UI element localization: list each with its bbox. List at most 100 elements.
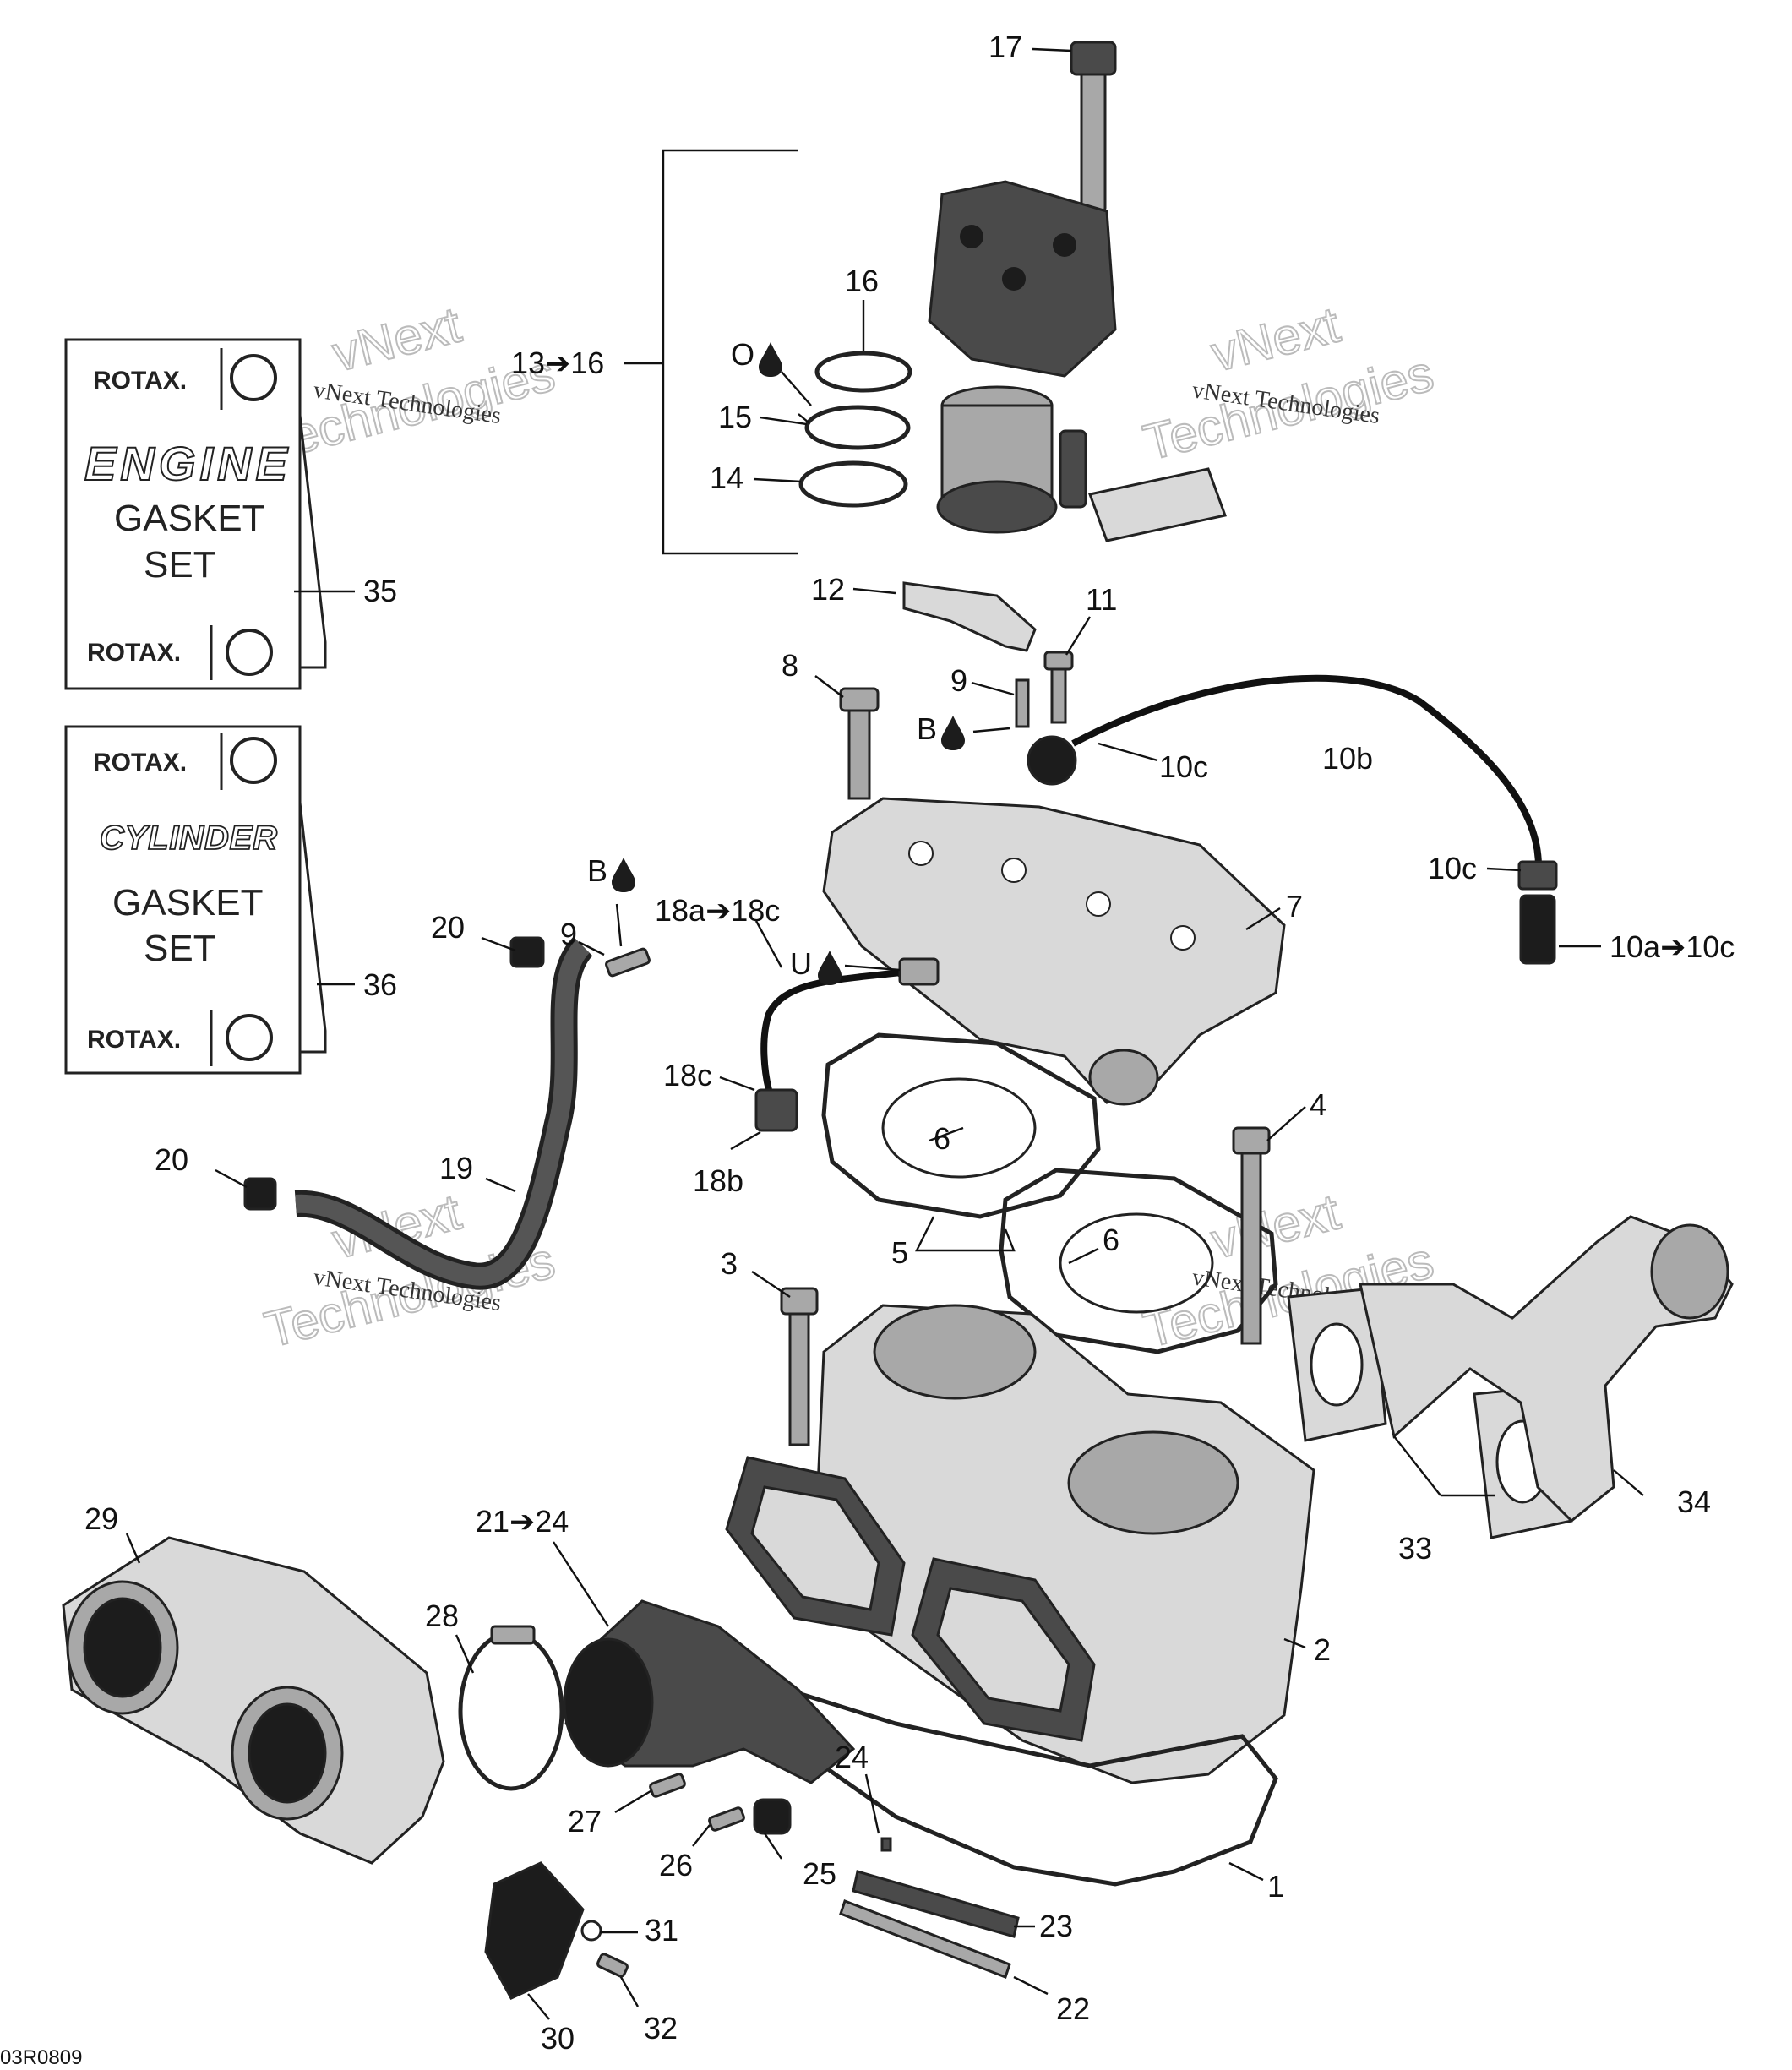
callout-30: 30 [541, 2021, 575, 2056]
callout-10c-right: 10c [1428, 851, 1477, 885]
part-22-stopper [839, 1899, 1011, 1979]
callout-19: 19 [439, 1151, 473, 1185]
part-19-hose [294, 936, 594, 1290]
svg-text:B: B [587, 853, 607, 888]
callout-20-top: 20 [431, 910, 465, 945]
callout-9-left: 9 [560, 917, 577, 951]
lubricant-o-marker: O [731, 337, 782, 377]
callout-2: 2 [1314, 1632, 1331, 1667]
part-11-bolt [1043, 651, 1074, 724]
part-33-gasket-left [1287, 1287, 1387, 1442]
callout-18b: 18b [693, 1163, 743, 1198]
part-27-screw [649, 1773, 686, 1798]
svg-text:CYLINDER: CYLINDER [100, 820, 277, 857]
oil-drop-icon [612, 858, 635, 892]
callout-5: 5 [891, 1235, 908, 1270]
part-30-sensor [484, 1861, 585, 2000]
callout-17: 17 [989, 30, 1022, 64]
part-3-bolt [780, 1287, 819, 1446]
svg-text:SET: SET [144, 544, 216, 586]
callout-33: 33 [1398, 1531, 1432, 1566]
callout-24: 24 [835, 1740, 869, 1774]
svg-text:B: B [917, 711, 937, 746]
callout-15: 15 [718, 400, 752, 434]
svg-text:ROTAX.: ROTAX. [93, 367, 187, 395]
part-12-gasket [902, 581, 1037, 652]
callout-3: 3 [721, 1246, 738, 1281]
callout-31: 31 [645, 1913, 678, 1947]
figure-code: 03R0809 [0, 2046, 82, 2069]
part-valve-actuator [936, 385, 1227, 542]
callout-6-left: 6 [934, 1121, 950, 1156]
svg-text:O: O [731, 337, 754, 372]
part-4-bolt [1232, 1126, 1271, 1345]
svg-text:ENGINE: ENGINE [84, 437, 289, 490]
part-reed-valve-right [911, 1557, 1096, 1742]
part-9-stud-top [1015, 678, 1030, 728]
svg-text:ROTAX.: ROTAX. [87, 639, 181, 667]
callout-16: 16 [845, 264, 879, 298]
group-bracket-13-16 [662, 149, 798, 555]
part-18-temperature-sensor [754, 957, 940, 1132]
callout-10c-top: 10c [1159, 749, 1208, 784]
part-17-bolt [1070, 41, 1117, 213]
callout-23: 23 [1039, 1909, 1073, 1943]
svg-text:ROTAX.: ROTAX. [93, 749, 187, 776]
rotax-logo-icon [226, 629, 273, 676]
engine-gasket-set-card: ROTAX. ENGINE GASKET SET ROTAX. [64, 338, 327, 690]
callout-9-top: 9 [950, 663, 967, 698]
callout-18a-18c: 18a➔18c [655, 893, 780, 928]
svg-text:U: U [790, 946, 812, 981]
callout-10b: 10b [1322, 741, 1373, 776]
part-24-pin [880, 1837, 892, 1852]
lubricant-u-marker: U [790, 946, 842, 985]
part-25-grommet [753, 1798, 792, 1835]
part-valve-cover [928, 180, 1117, 378]
callout-34: 34 [1677, 1484, 1711, 1519]
callout-13-16: 13➔16 [511, 346, 604, 380]
part-8-bolt [839, 687, 880, 800]
callout-29: 29 [84, 1501, 118, 1536]
callout-25: 25 [803, 1856, 836, 1891]
lubricant-b-marker-top: B [917, 711, 965, 750]
part-reed-valve-left [725, 1456, 906, 1637]
part-14-o-ring [798, 460, 908, 508]
part-5-gasket-left [821, 1032, 1101, 1219]
leader-lines [125, 47, 1644, 2020]
oil-drop-icon [759, 342, 782, 377]
watermark-top-right: vNext Technologies vNext Technologies [1137, 295, 1440, 471]
part-29-throttle-body [62, 1536, 445, 1865]
callout-4: 4 [1310, 1087, 1326, 1122]
part-32-screw [596, 1953, 629, 1978]
callout-22: 22 [1056, 1991, 1090, 2026]
part-5-gasket-right [999, 1168, 1278, 1354]
part-7-cylinder-head [822, 797, 1286, 1106]
part-1-base-gasket [754, 1677, 1278, 1887]
callout-7: 7 [1286, 889, 1303, 923]
part-31-washer [580, 1920, 602, 1942]
part-9-stud-left [605, 947, 651, 978]
callout-6-right: 6 [1103, 1223, 1119, 1257]
callout-12: 12 [811, 572, 845, 607]
svg-text:GASKET: GASKET [112, 882, 264, 923]
part-10-knock-sensor [1027, 674, 1558, 965]
part-15-o-ring [804, 405, 911, 450]
oil-drop-icon [818, 951, 842, 985]
callout-10a-10c: 10a➔10c [1610, 929, 1735, 964]
svg-text:GASKET: GASKET [114, 498, 265, 539]
oil-drop-icon [941, 716, 965, 750]
cylinder-gasket-set-card: ROTAX. CYLINDER GASKET SET ROTAX. [64, 725, 327, 1075]
callout-14: 14 [710, 460, 743, 495]
callout-35: 35 [363, 574, 397, 608]
part-26-screw [708, 1806, 745, 1832]
part-21-intake-adapter [563, 1599, 856, 1784]
part-23-reed [852, 1870, 1020, 1938]
part-28-clamp-ring [458, 1625, 564, 1791]
svg-text:ROTAX.: ROTAX. [87, 1026, 181, 1054]
callout-8: 8 [782, 648, 798, 683]
svg-text:SET: SET [144, 928, 216, 969]
callout-27: 27 [568, 1804, 602, 1838]
callout-labels: 17 16 13➔16 15 14 12 11 9 8 10c 10b 10c … [84, 30, 1735, 2056]
part-34-exhaust-manifold [1359, 1215, 1734, 1523]
